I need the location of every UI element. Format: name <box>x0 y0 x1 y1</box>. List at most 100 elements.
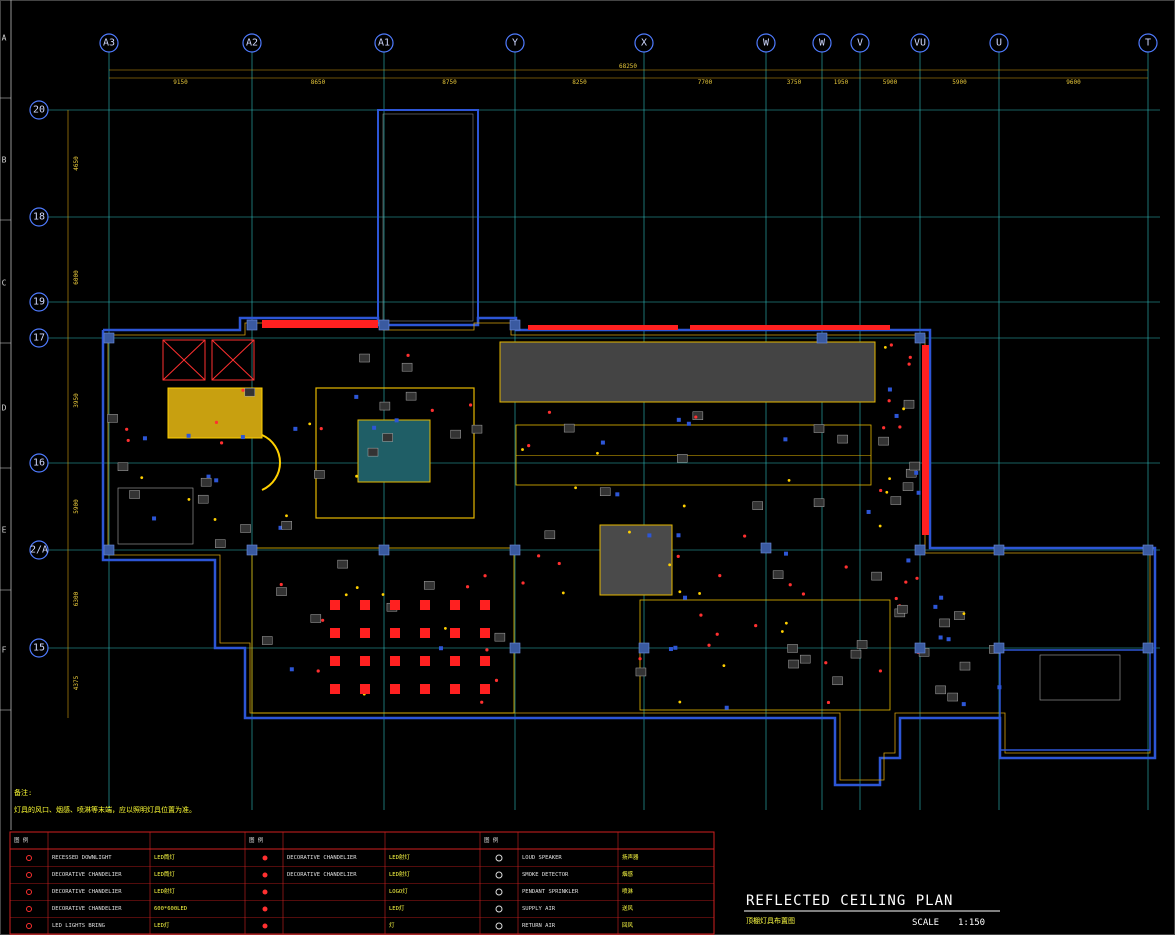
column-axis-label: U <box>996 38 1002 49</box>
spotlight-fixture <box>878 524 882 528</box>
row-axis-label: 2/A <box>30 545 48 556</box>
legend-cell: RETURN AIR <box>522 923 556 929</box>
downlight-fixture <box>718 574 722 578</box>
spotlight-fixture <box>308 422 312 426</box>
spotlight-fixture <box>883 345 887 349</box>
structural-column <box>246 319 258 331</box>
spotlight-fixture <box>561 591 565 595</box>
legend-symbol <box>495 854 503 862</box>
table-fixture <box>850 649 862 659</box>
legend-cell: LED灯 <box>389 904 405 912</box>
red-chandelier-fixture <box>390 656 400 666</box>
table-fixture <box>635 667 647 677</box>
column-axis-label: W <box>819 38 826 49</box>
structural-column <box>378 544 390 556</box>
legend-symbol <box>495 888 503 896</box>
downlight-fixture <box>707 643 711 647</box>
downlight-fixture <box>319 427 323 431</box>
spotlight-fixture <box>355 474 358 478</box>
legend-header-1: 图 例 <box>14 836 29 844</box>
legend-symbol <box>26 872 32 878</box>
downlight-fixture <box>406 353 410 357</box>
spotlight-fixture <box>344 593 348 597</box>
red-chandelier-fixture <box>330 684 340 694</box>
column-axis-bubble <box>989 33 1009 53</box>
legend-cell: DECORATIVE CHANDELIER <box>52 906 122 912</box>
column-fixture <box>676 533 681 538</box>
column-axis-bubble <box>812 33 832 53</box>
table-fixture <box>563 423 575 433</box>
top-dimension: 8750 <box>442 79 457 86</box>
table-fixture <box>902 482 914 491</box>
red-chandelier-fixture <box>330 656 340 666</box>
downlight-fixture <box>889 343 893 347</box>
row-axis-label: 19 <box>33 297 45 308</box>
column-axis-label: T <box>1145 38 1151 49</box>
column-fixture <box>894 413 899 418</box>
spotlight-fixture <box>596 451 599 455</box>
column-axis-label: VU <box>914 38 926 49</box>
downlight-fixture <box>214 420 219 424</box>
row-axis-label: 20 <box>33 105 45 116</box>
table-fixture <box>117 462 129 471</box>
column-axis-label: W <box>763 38 770 49</box>
legend-symbol <box>262 889 268 895</box>
downlight-fixture <box>557 561 561 566</box>
notes-line: 灯具的风口、烟感、喷淋等末端，应以照明灯具位置为准。 <box>14 805 196 814</box>
column-fixture <box>186 433 191 438</box>
legend-header-3: 图 例 <box>484 836 499 844</box>
column-fixture <box>686 421 691 426</box>
table-fixture <box>379 401 391 411</box>
red-chandelier-fixture <box>360 628 370 638</box>
downlight-fixture <box>125 427 129 431</box>
table-fixture <box>813 498 825 508</box>
table-fixture <box>692 411 704 420</box>
table-fixture <box>310 614 322 623</box>
left-dimension: 3950 <box>73 393 80 408</box>
column-fixture <box>916 490 921 495</box>
downlight-fixture <box>521 581 525 585</box>
column-fixture <box>394 418 399 423</box>
drawing-subtitle: 顶棚灯具布置图 <box>746 916 795 925</box>
legend-cell: SMOKE DETECTOR <box>522 872 569 878</box>
top-dimension: 1950 <box>834 79 849 86</box>
spotlight-fixture <box>784 621 788 625</box>
table-fixture <box>787 644 798 653</box>
table-fixture <box>947 692 958 702</box>
structural-column <box>1142 642 1154 654</box>
table-fixture <box>799 654 811 664</box>
legend-cell: DECORATIVE CHANDELIER <box>287 855 357 861</box>
legend-cell: DECORATIVE CHANDELIER <box>52 872 122 878</box>
table-fixture <box>214 539 226 548</box>
downlight-fixture <box>715 632 719 636</box>
row-axis-bubble <box>29 638 49 658</box>
legend-symbol <box>495 905 503 913</box>
table-fixture <box>471 424 483 434</box>
downlight-fixture <box>494 678 499 682</box>
column-axis-label: A1 <box>378 38 390 49</box>
downlight-fixture <box>316 669 320 673</box>
top-dimension: 3750 <box>787 79 802 86</box>
legend-cell: 烟感 <box>622 870 634 878</box>
legend-cell: 送风 <box>622 904 634 912</box>
downlight-fixture <box>537 554 541 558</box>
red-chandelier-fixture <box>360 684 370 694</box>
left-dimension: 6300 <box>73 591 80 606</box>
spotlight-fixture <box>698 592 701 595</box>
spotlight-fixture <box>902 407 906 411</box>
table-fixture <box>107 414 118 423</box>
table-fixture <box>909 461 921 471</box>
column-fixture <box>354 394 359 399</box>
legend-cell: 灯 <box>389 921 395 929</box>
legend-symbol <box>26 923 32 929</box>
table-fixture <box>752 501 763 510</box>
spotlight-fixture <box>885 490 889 494</box>
downlight-fixture <box>465 585 470 589</box>
structural-column <box>103 332 115 344</box>
spotlight-fixture <box>682 504 686 508</box>
table-fixture <box>832 676 843 686</box>
spotlight-fixture <box>668 563 672 567</box>
column-fixture <box>142 436 147 441</box>
